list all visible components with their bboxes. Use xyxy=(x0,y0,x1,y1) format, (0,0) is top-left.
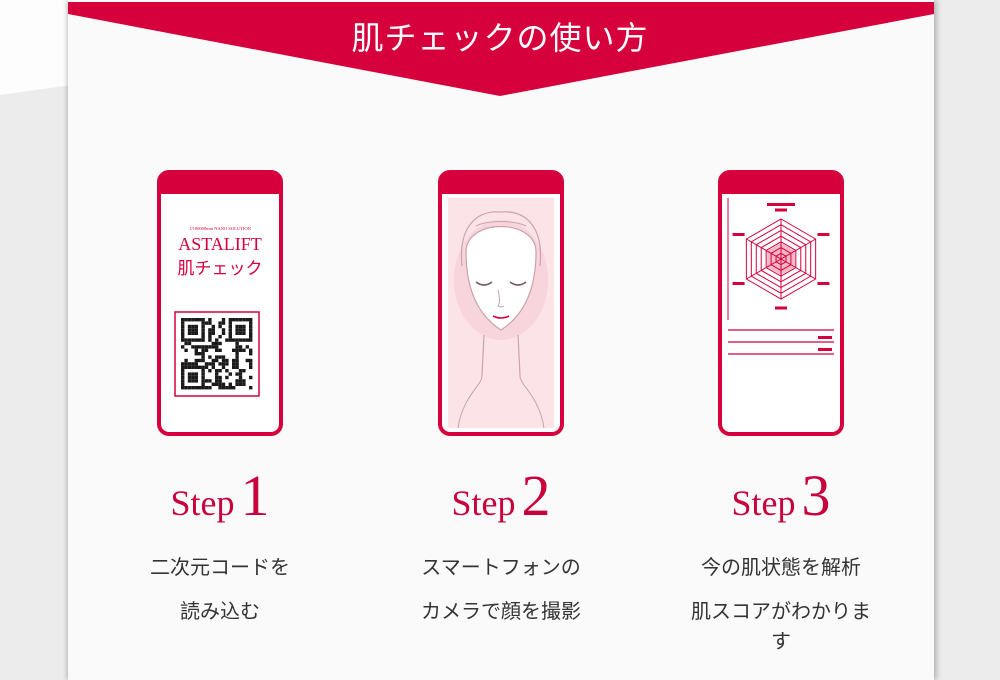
qr-code xyxy=(181,318,253,390)
screen-subtitle: 肌チェック xyxy=(178,259,263,279)
radar-chart-icon xyxy=(718,170,844,436)
step-1-line-1: 二次元コードを xyxy=(150,555,290,579)
step-3-line-1: 今の肌状態を解析 xyxy=(701,555,861,579)
radar-chart xyxy=(732,203,830,310)
face-scan-icon xyxy=(438,170,564,436)
step-number: 2 xyxy=(521,463,551,528)
step-number: 3 xyxy=(801,463,831,528)
step-3-line-2: 肌スコアがわかります xyxy=(691,599,871,653)
title-banner xyxy=(68,2,934,96)
step-word: Step xyxy=(170,483,235,523)
step-word: Step xyxy=(451,483,516,523)
page-title: 肌チェックの使い方 xyxy=(351,19,649,57)
screen-brand: ASTALIFT xyxy=(178,234,262,254)
screen-tagline: 1/100000mm NANO SOLUTION xyxy=(189,226,251,231)
step-2-line-2: カメラで顔を撮影 xyxy=(421,599,581,623)
step-word: Step xyxy=(731,483,796,523)
step-1-line-2: 読み込む xyxy=(180,599,260,623)
step-number: 1 xyxy=(240,463,270,528)
qr-code-icon: 1/100000mm NANO SOLUTION ASTALIFT 肌チェック xyxy=(157,170,283,436)
step-2-line-1: スマートフォンの xyxy=(421,555,581,579)
